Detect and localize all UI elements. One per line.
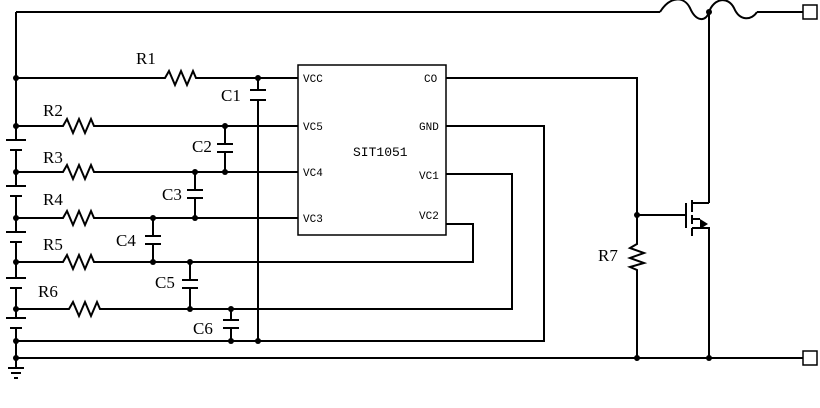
- label-c1: C1: [221, 86, 241, 105]
- pin-vc2: VC2: [419, 211, 439, 223]
- battery-cell-5: [6, 317, 26, 329]
- label-r6: R6: [38, 282, 58, 301]
- pin-vc5: VC5: [303, 122, 323, 134]
- resistor-r1: [160, 68, 200, 88]
- terminal-negative-icon: [802, 350, 818, 366]
- ic-name: SIT1051: [353, 145, 408, 160]
- junction-dots: [13, 9, 712, 361]
- label-r5: R5: [43, 235, 63, 254]
- label-c5: C5: [155, 273, 175, 292]
- label-r1: R1: [136, 49, 156, 68]
- pin-vc3: VC3: [303, 214, 323, 226]
- resistor-r5: [58, 252, 98, 272]
- resistors: [58, 68, 648, 319]
- capacitor-c6: [223, 319, 239, 329]
- resistor-r4: [58, 208, 98, 228]
- battery-cells: [6, 139, 26, 329]
- terminal-positive-icon: [802, 4, 818, 20]
- resistor-r3: [58, 162, 98, 182]
- wires: [15, 11, 804, 368]
- pin-gnd: GND: [419, 122, 439, 134]
- battery-cell-4: [6, 277, 26, 289]
- ground-icon: [8, 367, 24, 379]
- label-r3: R3: [43, 148, 63, 167]
- label-c2: C2: [192, 137, 212, 156]
- capacitor-c4: [145, 235, 161, 245]
- battery-cell-1: [6, 139, 26, 151]
- resistor-r2: [58, 116, 98, 136]
- resistor-r6: [64, 299, 104, 319]
- pin-co: CO: [424, 74, 438, 86]
- capacitor-c3: [187, 189, 203, 199]
- battery-cell-2: [6, 185, 26, 197]
- label-r7: R7: [598, 246, 618, 265]
- resistor-r7: [627, 240, 648, 272]
- mosfet-icon: [685, 200, 709, 236]
- label-c3: C3: [162, 185, 182, 204]
- label-r4: R4: [43, 190, 63, 209]
- capacitor-c5: [182, 279, 198, 289]
- pin-vc4: VC4: [303, 168, 323, 180]
- capacitor-c1: [250, 89, 266, 101]
- label-c4: C4: [116, 231, 136, 250]
- pin-vc1: VC1: [419, 171, 439, 183]
- label-c6: C6: [193, 319, 213, 338]
- battery-cell-3: [6, 231, 26, 243]
- label-r2: R2: [43, 101, 63, 120]
- ic-body: [297, 64, 447, 236]
- capacitors: [145, 89, 266, 329]
- pin-vcc: VCC: [303, 74, 323, 86]
- capacitor-c2: [217, 143, 233, 153]
